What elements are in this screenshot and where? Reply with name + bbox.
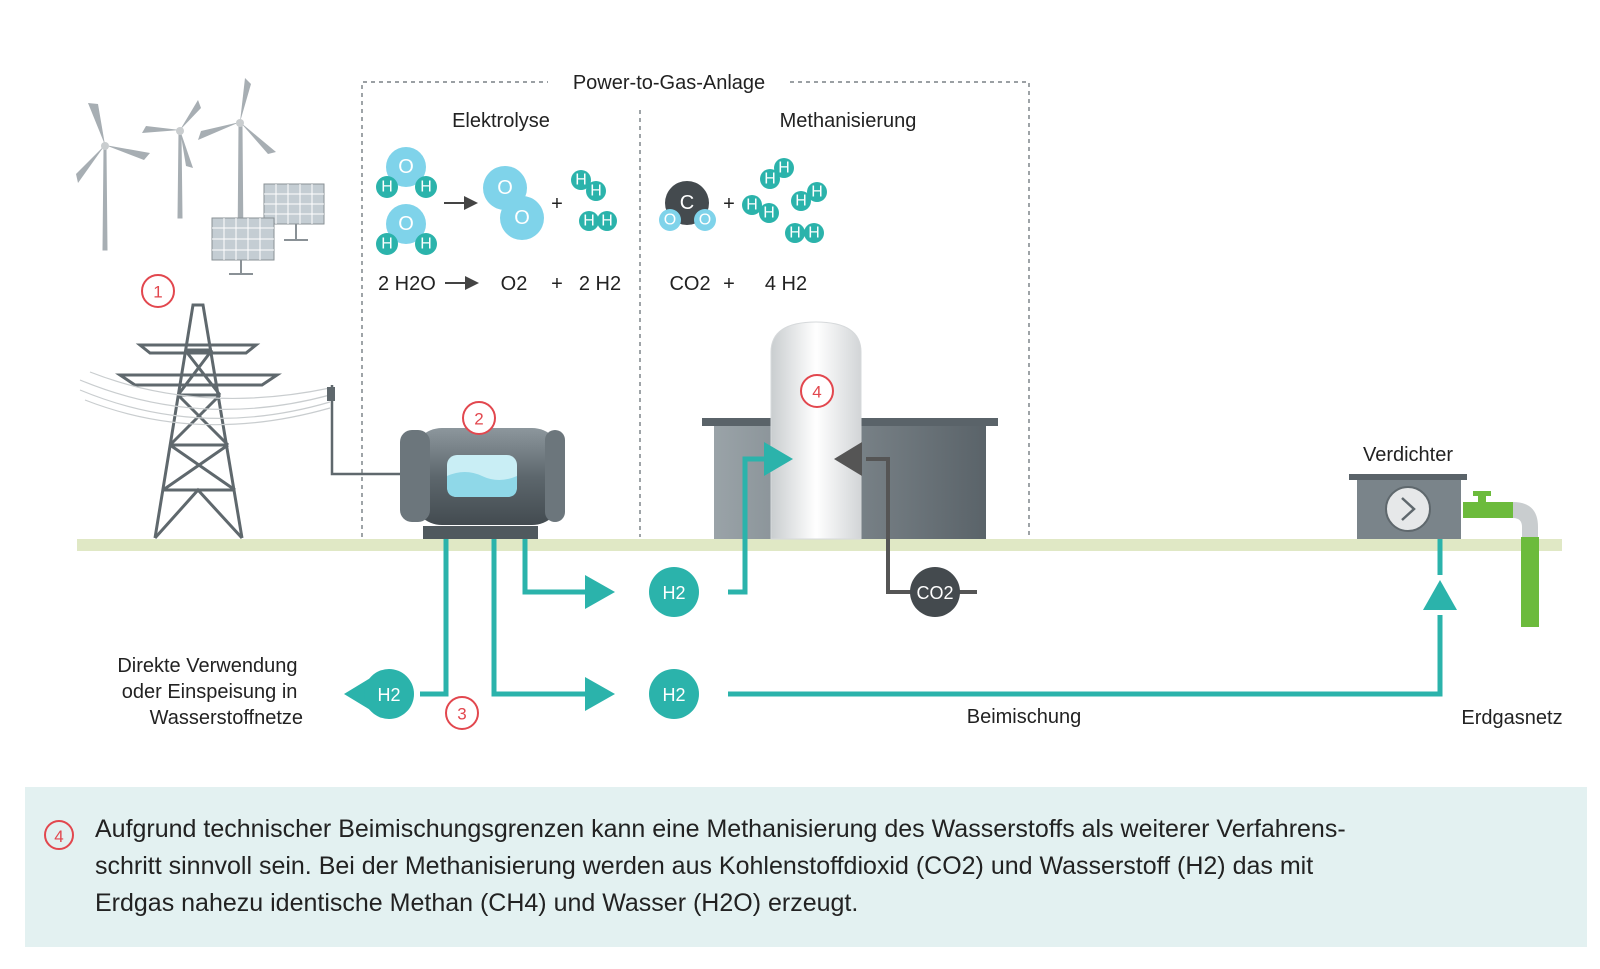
svg-text:H: H [764,171,776,188]
badge-3: 3 [445,696,479,730]
ground-strip [77,539,1562,551]
power-to-gas-diagram: Power-to-Gas-Anlage Elektrolyse Methanis… [76,72,1563,730]
svg-text:CO2: CO2 [916,583,953,603]
svg-text:H: H [381,179,393,196]
svg-text:H: H [763,205,775,222]
direct-use-label: Direkte Verwendung oder Einspeisung in W… [117,655,303,729]
gas-grid-label: Erdgasnetz [1461,707,1562,729]
svg-text:H: H [420,236,432,253]
equation-reactant-h2: 4 H2 [765,273,807,295]
equation-arrow-icon [445,276,479,290]
water-molecule-icon: O H H [376,204,437,255]
svg-text:H: H [420,179,432,196]
equation-reactant-water: 2 H2O [378,273,436,295]
svg-text:4: 4 [812,383,821,402]
svg-text:H: H [808,225,820,242]
arrow-co2-into-reactor-icon [834,442,862,476]
section-title-electrolysis: Elektrolyse [452,110,550,132]
arrow-flow-icon [585,677,615,711]
svg-text:3: 3 [457,705,466,724]
hydrogen-flow-lines [420,456,1443,697]
info-line: schritt sinnvoll sein. Bei der Methanisi… [95,852,1314,880]
plant-title: Power-to-Gas-Anlage [573,72,765,94]
svg-text:H: H [590,183,602,200]
info-line: Erdgas nahezu identische Methan (CH4) un… [95,889,859,917]
svg-text:H: H [795,193,807,210]
svg-text:C: C [680,192,694,214]
co2-node: CO2 [910,567,960,617]
equation-product-hydrogen: 2 H2 [579,273,621,295]
power-pylon-icon [79,303,400,540]
svg-text:H: H [811,184,823,201]
svg-text:H: H [575,172,587,189]
svg-text:2: 2 [474,410,483,429]
svg-text:O: O [497,177,513,199]
h2-node: H2 [364,669,414,719]
equation-product-oxygen: O2 [501,273,528,295]
equation-plus: + [723,273,735,295]
arrow-to-compressor-icon [1423,580,1457,610]
svg-text:O: O [664,212,676,229]
svg-text:H: H [778,160,790,177]
equation-reactant-co2: CO2 [669,273,710,295]
plant-boundary [361,81,1030,537]
svg-text:H2: H2 [662,583,685,603]
methanation-reactor-icon [702,321,998,540]
info-line: Aufgrund technischer Beimischungsgrenzen… [95,815,1346,843]
h2-node: H2 [649,669,699,719]
badge-4: 4 [800,374,834,408]
wind-turbines-icon [76,78,276,251]
svg-text:H: H [583,213,595,230]
water-molecule-icon: O H H [376,147,437,198]
arrow-direct-use-icon [344,677,372,711]
carbon-dioxide-molecule-icon: C O O [659,181,716,231]
info-box: 4 Aufgrund technischer Beimischungsgrenz… [25,787,1587,947]
info-badge: 4 [44,820,74,850]
info-text: Aufgrund technischer Beimischungsgrenzen… [95,811,1535,922]
arrow-into-reactor-icon [764,442,793,476]
reaction-arrow-icon [444,196,478,210]
svg-text:H: H [746,197,758,214]
compressor-label: Verdichter [1363,444,1453,466]
arrow-flow-icon [585,575,615,609]
svg-text:O: O [398,156,414,178]
gas-grid-pipe-icon [1463,491,1539,627]
plus-sign: + [723,193,735,215]
svg-text:O: O [514,207,530,229]
h2-node: H2 [649,567,699,617]
svg-text:H2: H2 [662,685,685,705]
oxygen-molecule-icon: O O [483,166,544,240]
svg-text:H: H [789,225,801,242]
hydrogen-molecules-icon: H H H H H H H H [742,158,827,243]
solar-panels-icon [211,183,325,275]
svg-text:1: 1 [153,283,162,302]
electrolyser-tank-icon [400,428,565,539]
section-title-methanation: Methanisierung [780,110,917,132]
plus-sign: + [551,193,563,215]
svg-text:H: H [601,213,613,230]
svg-text:O: O [699,212,711,229]
svg-text:H: H [381,236,393,253]
hydrogen-molecules-icon: H H H H [571,170,617,231]
badge-2: 2 [462,401,496,435]
svg-text:H2: H2 [377,685,400,705]
compressor-icon [1349,474,1467,539]
equation-plus: + [551,273,563,295]
badge-1: 1 [141,274,175,308]
blending-label: Beimischung [967,706,1082,728]
svg-text:O: O [398,213,414,235]
